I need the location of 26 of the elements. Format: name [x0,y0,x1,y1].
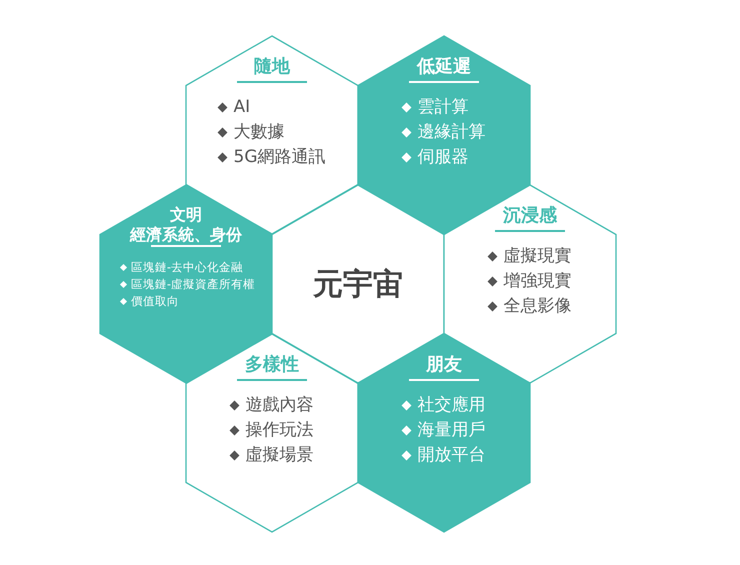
bullet-text: 社交應用 [418,394,486,417]
bullet-text: AI [234,96,250,119]
bullet-text: 伺服器 [418,146,468,169]
bullet-text: 海量用戶 [418,418,486,442]
bullet-text: 5G網路通訊 [234,146,326,169]
hexagon-heading: 文明 [170,205,202,226]
bullet-text: 邊緣計算 [418,120,486,144]
hexagon-heading: 隨地 [254,56,290,79]
hexagon-heading: 低延遲 [417,56,471,79]
hexagon-heading: 經濟系統、身份 [130,225,242,246]
bullet-text: 遊戲內容 [246,394,314,417]
bullet-text: 全息影像 [504,294,572,318]
bullet-text: 雲計算 [418,96,468,119]
hexagon-heading: 朋友 [426,354,462,377]
bullet-text: 開放平台 [418,444,486,467]
bullet-text: 虛擬現實 [504,244,572,268]
bullet-text: 虛擬場景 [246,444,314,467]
hexagon-heading: 沉浸感 [503,205,557,228]
hexagon-heading: 多樣性 [245,354,299,377]
bullet-text: 價值取向 [130,293,179,310]
bullet-text: 區塊鏈-去中心化金融 [130,259,244,276]
bullet-text: 大數據 [234,120,284,144]
bullet-text: 操作玩法 [246,418,314,442]
bullet-text: 增強現實 [504,270,572,293]
center-title: 元宇宙 [313,266,403,304]
bullet-text: 區塊鏈-虛擬資產所有權 [130,276,256,294]
